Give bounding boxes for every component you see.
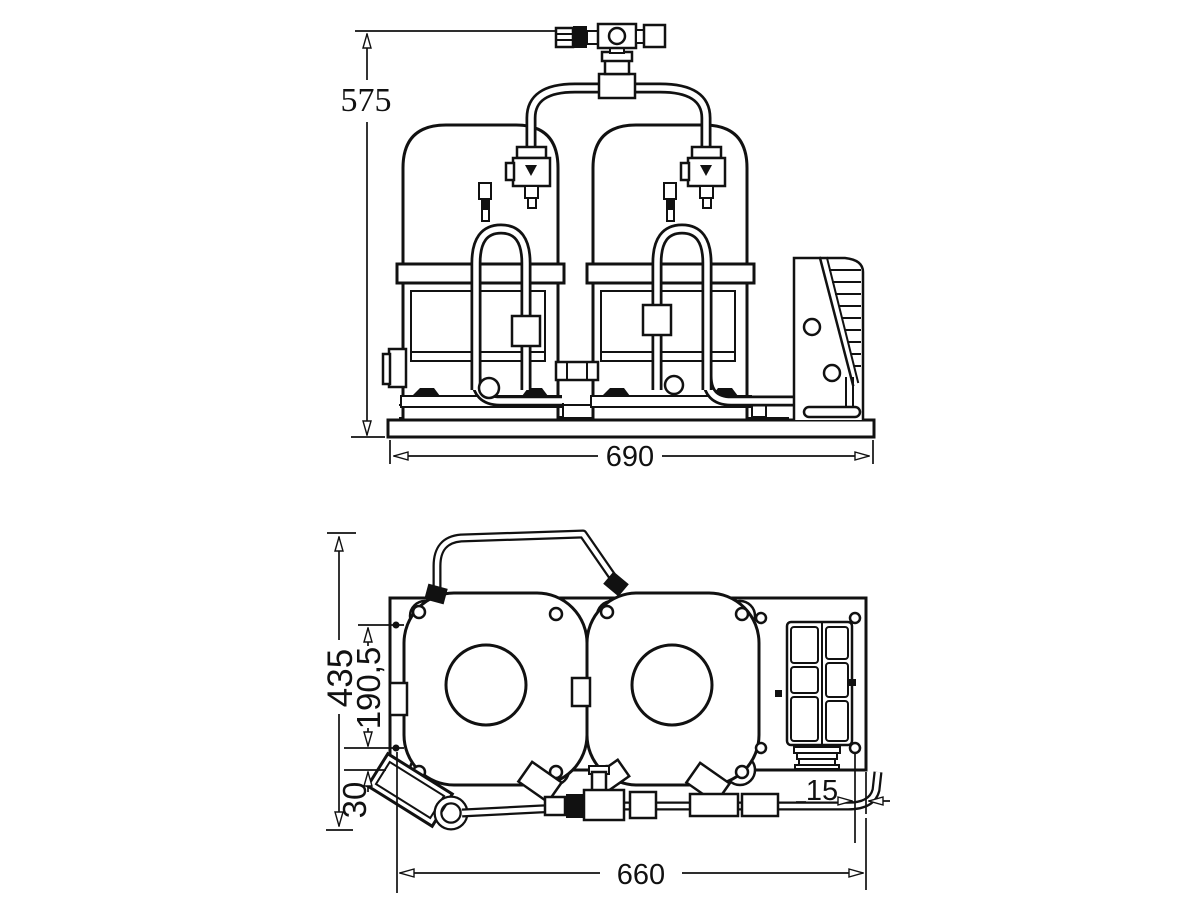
u-pipe-right xyxy=(641,229,836,401)
valve-body-black xyxy=(566,794,584,818)
compressor-right-band xyxy=(585,262,756,285)
manifold-tee xyxy=(597,72,637,100)
center-flange xyxy=(554,360,600,382)
dim-190-5: 190,5 xyxy=(344,624,404,749)
schrader-plug-left xyxy=(478,182,492,222)
plan-view: 435 190,5 30 15 xyxy=(321,533,890,893)
vent-slats xyxy=(829,269,861,367)
u-pipe-left xyxy=(476,229,562,401)
pipe-loop-right xyxy=(663,374,685,396)
dim-660-label: 660 xyxy=(617,859,665,891)
rotalock-valve-left xyxy=(504,145,552,209)
sight-glass-right xyxy=(641,303,673,337)
pipe-loop-left xyxy=(477,376,501,400)
sight-glass-left xyxy=(510,314,542,348)
side-tab-left xyxy=(388,681,409,717)
base-plate-front xyxy=(386,418,876,439)
suction-manifold xyxy=(531,44,706,152)
dim-15-label: 15 xyxy=(806,775,838,807)
dim-30: 30 xyxy=(336,769,386,819)
compressor-left-plan xyxy=(388,591,589,787)
dim-690-label: 690 xyxy=(606,441,654,473)
bracket-hole-upper xyxy=(802,317,822,337)
rotalock-valve-right xyxy=(679,145,727,209)
oil-pump-housing xyxy=(381,347,408,389)
electrical-bracket-side xyxy=(792,256,865,420)
dim-435: 435 xyxy=(321,532,360,831)
dim-575: 575 xyxy=(341,30,556,438)
schrader-plug-right xyxy=(663,182,677,222)
terminal-cover-left xyxy=(444,643,528,727)
dim-660: 660 xyxy=(396,752,867,893)
dim-575-label: 575 xyxy=(341,82,392,119)
terminal-cover-right xyxy=(630,643,714,727)
compressor-right-plan xyxy=(570,591,761,787)
bracket-hole-lower xyxy=(822,363,842,383)
front-view: 575 690 xyxy=(341,22,876,473)
dim-15: 15 xyxy=(796,753,890,843)
discharge-piping-plan xyxy=(433,758,878,831)
dim-30-label: 30 xyxy=(336,782,373,819)
electrical-box-plan xyxy=(785,620,854,770)
dim-690: 690 xyxy=(389,440,874,473)
dim-190-5-label: 190,5 xyxy=(350,647,387,730)
carry-handle xyxy=(424,534,629,604)
dim-435-label: 435 xyxy=(321,649,360,707)
plate-hole-markers xyxy=(392,611,862,755)
cable-gland xyxy=(793,746,841,770)
shutoff-valve-top xyxy=(554,22,667,50)
side-tab-center xyxy=(570,676,592,708)
